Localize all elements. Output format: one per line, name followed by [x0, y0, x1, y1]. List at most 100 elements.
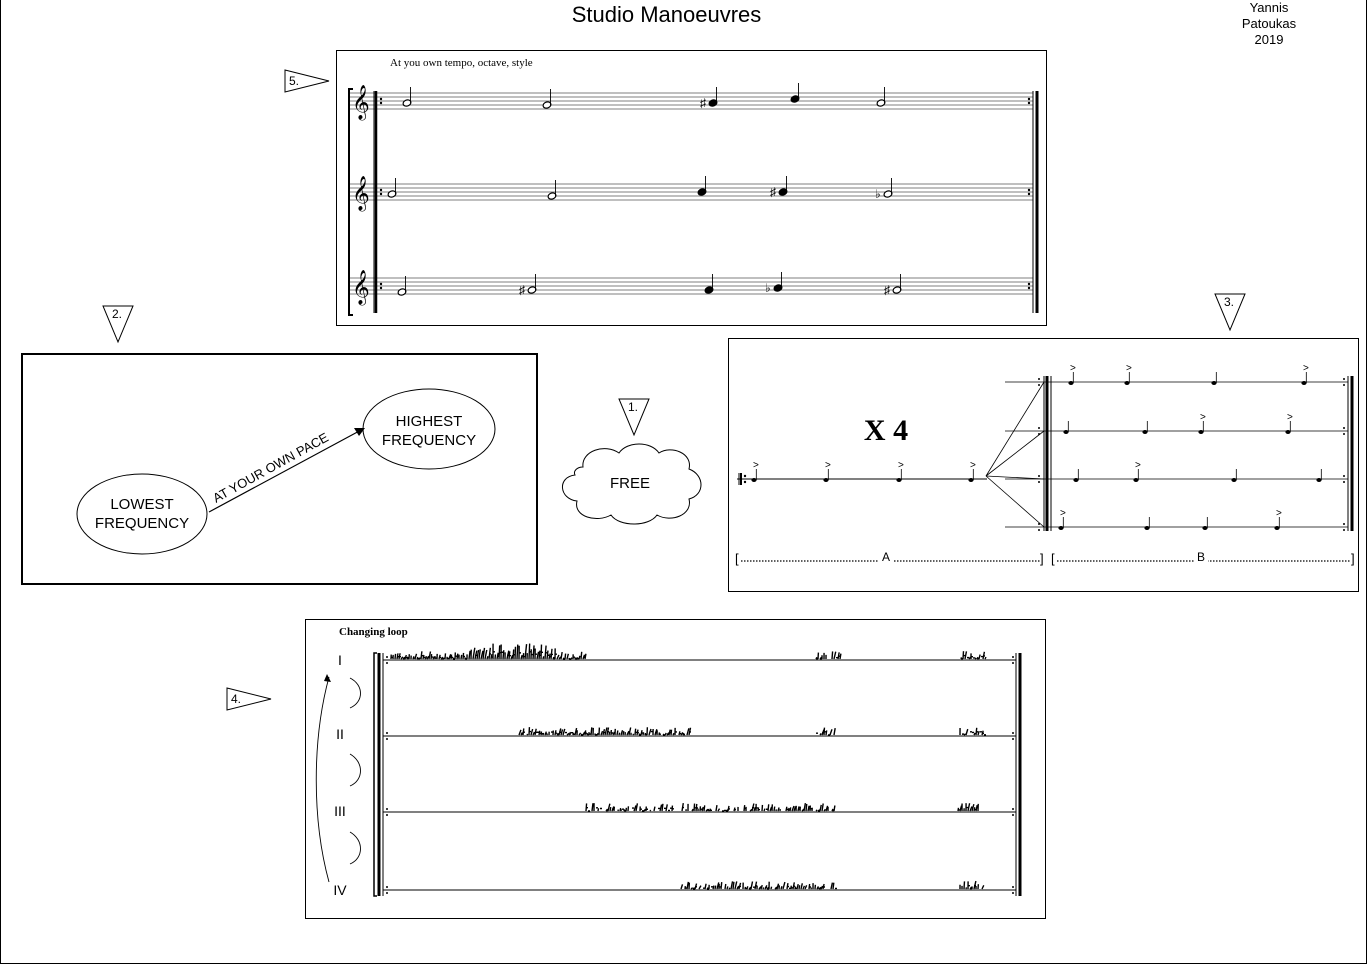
rhythm-note [1231, 478, 1237, 482]
bracket-a-label: A [882, 550, 890, 564]
sound-cluster [959, 880, 985, 890]
sound-cluster [390, 643, 587, 660]
repeat-dot [379, 282, 383, 286]
rhythm-note [1073, 478, 1079, 482]
repeat-dot [1343, 475, 1345, 477]
accent-icon: > [1287, 412, 1293, 423]
repeat-dot [1038, 384, 1040, 386]
repeat-dot [1027, 286, 1031, 290]
repeat-dot [1343, 523, 1345, 525]
section-3-panel: X 4 >>>> >>>>>>>> [ A ] [ [728, 338, 1359, 592]
section-5-panel: At you own tempo, octave, style 𝄞♯𝄞♯♭𝄞♯♭… [336, 50, 1047, 326]
bracket-b-close: ] [1351, 551, 1355, 566]
repeat-dot [379, 101, 383, 105]
repeat-dot [1038, 481, 1040, 483]
repeat-dot [1012, 732, 1014, 734]
accent-icon: > [1060, 508, 1066, 519]
lowest-frequency-ellipse [76, 473, 208, 555]
section-3-a-notes: >>>> [751, 460, 976, 482]
flat-icon: ♭ [765, 281, 771, 295]
rhythm-note [1274, 526, 1280, 530]
marker-5-label: 5. [289, 74, 299, 88]
bracket-b-label: B [1197, 550, 1205, 564]
staff-label-3: III [334, 803, 346, 819]
rhythm-note [1063, 430, 1069, 434]
page-title: Studio Manoeuvres [571, 2, 762, 27]
rhythm-note [1144, 526, 1150, 530]
repeat-dot [1038, 378, 1040, 380]
treble-clef-icon: 𝄞 [352, 176, 370, 212]
repeat-dot [386, 662, 388, 664]
rhythm-note [1068, 381, 1074, 385]
composition-year: 2019 [1254, 32, 1284, 47]
highest-frequency-line2: FREQUENCY [382, 432, 476, 449]
repeat-dot [386, 732, 388, 734]
marker-4-flag: 4. [226, 687, 272, 711]
treble-clef-icon: 𝄞 [352, 270, 370, 306]
rhythm-note [1316, 478, 1322, 482]
free-cloud: FREE [562, 443, 702, 525]
accent-icon: > [1303, 363, 1309, 374]
repeat-dot [1012, 656, 1014, 658]
repeat-dot [1027, 282, 1031, 286]
rhythm-note [1211, 381, 1217, 385]
repeat-dot [1038, 475, 1040, 477]
repeat-dot [1343, 378, 1345, 380]
sharp-icon: ♯ [700, 96, 706, 110]
repeat-dot [1012, 886, 1014, 888]
repeat-dot [386, 892, 388, 894]
treble-clef-icon: 𝄞 [352, 85, 370, 121]
repeat-dot [1012, 738, 1014, 740]
sound-cluster [959, 727, 986, 736]
section-2-panel: LOWEST FREQUENCY HIGHEST FREQUENCY AT YO… [21, 353, 538, 585]
repeat-dot [379, 286, 383, 290]
repeat-dot [386, 808, 388, 810]
repeat-dot [1027, 97, 1031, 101]
repeat-count: X 4 [864, 414, 908, 447]
rhythm-note [1301, 381, 1307, 385]
section-5-staves: 𝄞♯𝄞♯♭𝄞♯♭♯ [349, 83, 1033, 306]
repeat-dot [1343, 529, 1345, 531]
rhythm-note [1058, 526, 1064, 530]
accent-icon: > [1070, 363, 1076, 374]
accent-icon: > [825, 460, 831, 471]
marker-3-flag: 3. [1214, 293, 1246, 332]
accent-icon: > [898, 460, 904, 471]
flat-icon: ♭ [875, 187, 881, 201]
section-4-panel: Changing loop I II III IV [305, 619, 1046, 919]
lowest-frequency-line2: FREQUENCY [95, 515, 189, 532]
repeat-dot [1343, 384, 1345, 386]
repeat-dot [1012, 662, 1014, 664]
staff-label-1: I [338, 652, 342, 668]
section-4-staves [383, 643, 1016, 894]
repeat-dot [1012, 808, 1014, 810]
sharp-icon: ♯ [884, 283, 890, 297]
composer-credit: Yannis Patoukas 2019 [1229, 0, 1309, 48]
repeat-dot [386, 886, 388, 888]
repeat-dot [379, 192, 383, 196]
marker-2-label: 2. [112, 307, 122, 321]
section-5-instruction: At you own tempo, octave, style [390, 57, 533, 69]
repeat-dot [1038, 523, 1040, 525]
sound-cluster [957, 803, 979, 812]
repeat-dot [1038, 427, 1040, 429]
marker-3-label: 3. [1224, 295, 1234, 309]
repeat-dot [1012, 814, 1014, 816]
rhythm-note [1133, 478, 1139, 482]
repeat-dot [1038, 529, 1040, 531]
marker-1-flag: 1. [618, 398, 650, 437]
sound-cluster [585, 802, 836, 812]
sound-cluster [680, 881, 837, 890]
marker-4-label: 4. [231, 692, 241, 706]
repeat-dot [1343, 481, 1345, 483]
repeat-dot [386, 738, 388, 740]
repeat-dot [1027, 192, 1031, 196]
accent-icon: > [1135, 460, 1141, 471]
section-4-score: Changing loop I II III IV [315, 626, 1022, 898]
accent-icon: > [753, 460, 759, 471]
rhythm-note [1285, 430, 1291, 434]
bracket-a-close: ] [1040, 551, 1044, 566]
rhythm-note [896, 478, 902, 482]
rhythm-note [751, 478, 757, 482]
